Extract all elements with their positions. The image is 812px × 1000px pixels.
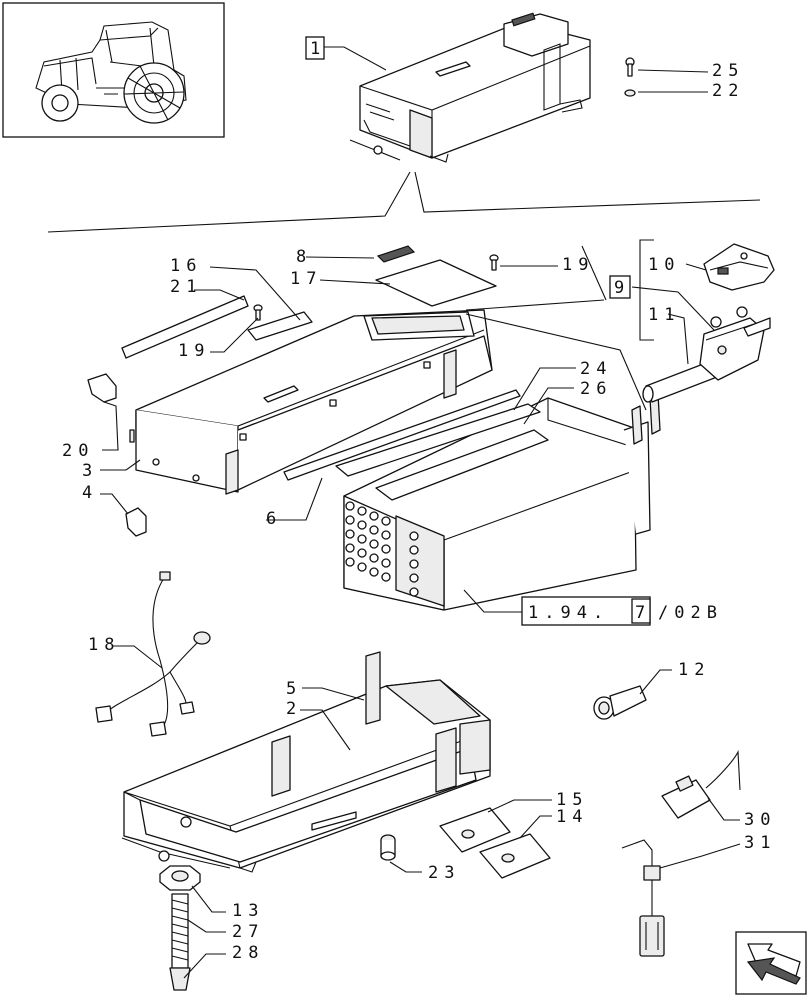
heater-core (343, 393, 661, 611)
callout-1[interactable]: 1 (310, 39, 326, 59)
callout-19a[interactable]: 19 (178, 341, 210, 361)
callout-12[interactable]: 12 (678, 660, 710, 680)
lower-tray-2 (121, 651, 491, 873)
seal-strip-21 (121, 295, 249, 359)
callout-17[interactable]: 17 (290, 269, 322, 289)
callout-28[interactable]: 28 (232, 943, 264, 963)
callout-15[interactable]: 15 (556, 790, 588, 810)
next-page-arrow-icon[interactable] (735, 931, 807, 995)
fastener-stack (159, 865, 201, 991)
sensor-30 (661, 749, 741, 819)
callout-13[interactable]: 13 (232, 901, 264, 921)
callout-box-1 (305, 36, 325, 60)
seal-strip-24 (335, 403, 541, 477)
callout-5[interactable]: 5 (286, 679, 302, 699)
reference-callout[interactable]: 1.94. 7 /02B (521, 596, 723, 626)
clip-4 (125, 507, 147, 537)
screw-19b (489, 254, 499, 271)
plug-23 (380, 834, 396, 861)
plate-14 (479, 833, 551, 879)
callout-6[interactable]: 6 (266, 509, 282, 529)
reference-boxed-digit: 7 (635, 603, 651, 623)
reference-prefix: 1.94. (528, 603, 609, 623)
callout-4[interactable]: 4 (82, 483, 98, 503)
callout-10[interactable]: 10 (648, 255, 680, 275)
screw-19a (253, 304, 263, 321)
bolt-25 (624, 57, 636, 97)
callout-14[interactable]: 14 (556, 807, 588, 827)
callout-23[interactable]: 23 (428, 863, 460, 883)
zoom-line-right (414, 171, 761, 213)
water-valve-11 (642, 306, 771, 403)
cover-plate-17 (375, 259, 497, 307)
tractor-icon (35, 21, 187, 124)
zoom-line-left (47, 171, 411, 233)
callout-11[interactable]: 11 (648, 305, 680, 325)
callout-labels: 1 25 22 16 21 19 8 17 19 10 9 11 24 26 2… (62, 39, 776, 963)
plate-16 (247, 311, 313, 341)
valve-bracket (639, 239, 654, 341)
wiring-harness-18 (95, 571, 211, 737)
decal-8 (376, 245, 416, 263)
callout-8[interactable]: 8 (296, 247, 312, 267)
core-fins (345, 501, 419, 597)
callout-3[interactable]: 3 (82, 461, 98, 481)
callout-2[interactable]: 2 (286, 699, 302, 719)
callout-25[interactable]: 25 (712, 61, 744, 81)
callout-9[interactable]: 9 (614, 278, 630, 298)
seal-strip-26 (375, 429, 549, 501)
actuator-10 (703, 243, 775, 291)
callout-27[interactable]: 27 (232, 922, 264, 942)
callout-18[interactable]: 18 (88, 635, 120, 655)
callout-24[interactable]: 24 (580, 359, 612, 379)
callout-box-9 (609, 275, 631, 299)
callout-20[interactable]: 20 (62, 441, 94, 461)
callout-16[interactable]: 16 (170, 256, 202, 276)
callout-21[interactable]: 21 (170, 277, 202, 297)
heater-assembly-top (349, 12, 591, 163)
callout-30[interactable]: 30 (744, 810, 776, 830)
callout-26[interactable]: 26 (580, 379, 612, 399)
callout-22[interactable]: 22 (712, 81, 744, 101)
tractor-thumbnail (2, 2, 225, 138)
upper-housing (129, 309, 493, 495)
callout-31[interactable]: 31 (744, 833, 776, 853)
sensor-31 (621, 839, 665, 957)
strip-6 (283, 389, 521, 481)
callout-19b[interactable]: 19 (562, 255, 594, 275)
reference-suffix: /02B (658, 603, 723, 623)
clip-20 (87, 373, 117, 403)
plate-15 (439, 807, 511, 853)
bolt-12 (593, 685, 647, 720)
